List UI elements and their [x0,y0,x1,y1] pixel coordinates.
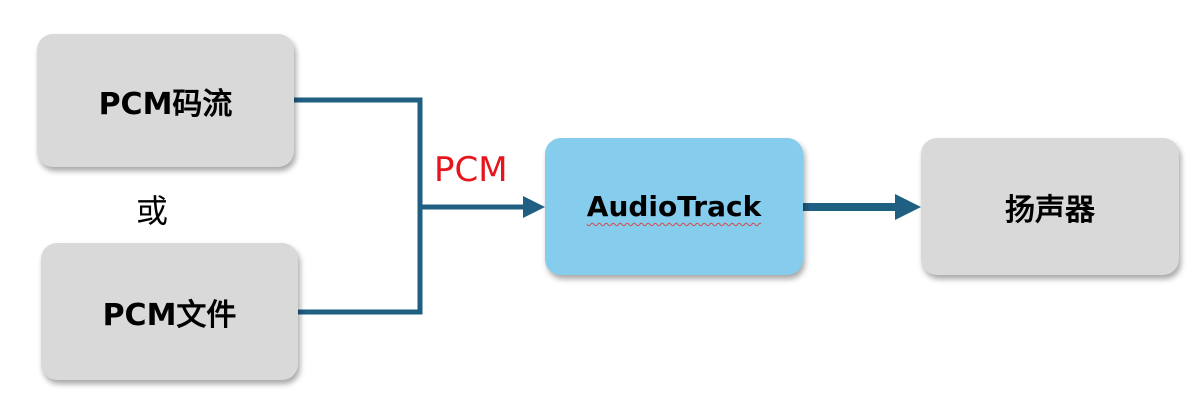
pcm-stream-node: PCM码流 [37,34,294,167]
speaker-label: 扬声器 [1005,192,1095,228]
pcm-file-node: PCM文件 [41,243,298,380]
connector-from-pcm-file [298,207,423,315]
arrowhead-speaker [895,194,921,220]
edge-label-pcm: PCM [434,150,508,190]
audiotrack-node: AudioTrack [545,138,803,275]
pcm-stream-label: PCM码流 [98,86,233,122]
audiotrack-label: AudioTrack [586,190,762,223]
speaker-node: 扬声器 [921,138,1179,275]
connector-from-pcm-stream [294,97,423,207]
or-label: 或 [136,192,169,230]
pcm-file-label: PCM文件 [102,297,237,333]
arrowhead-audiotrack [523,196,545,218]
